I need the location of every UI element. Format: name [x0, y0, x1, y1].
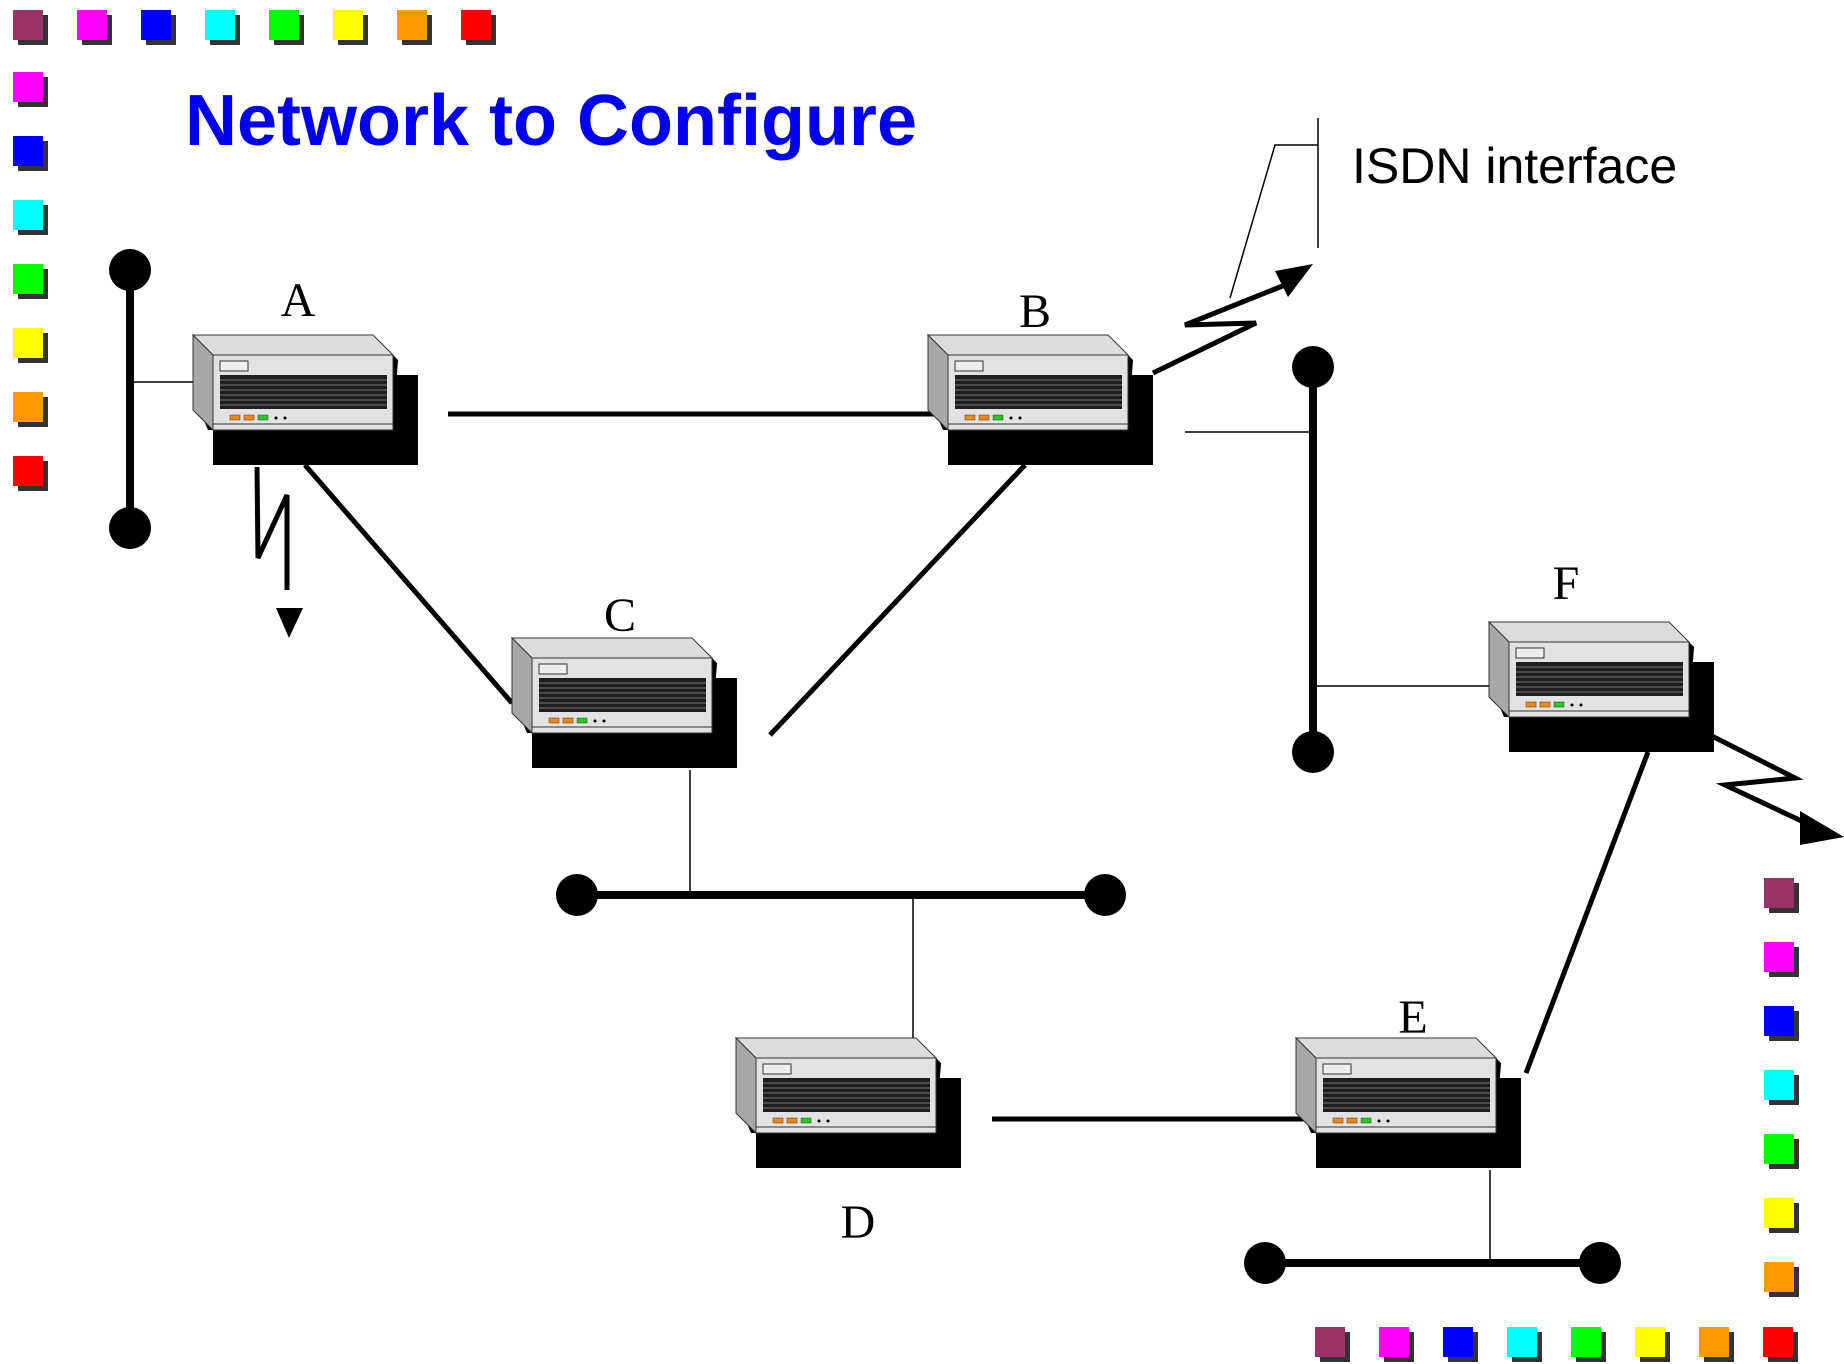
decor-square — [13, 10, 48, 45]
decor-square — [1764, 1134, 1799, 1169]
lan-segment-cd — [556, 874, 1126, 916]
decorative-squares-right — [1764, 878, 1799, 1297]
decor-square — [13, 200, 48, 235]
decor-square — [1443, 1327, 1478, 1362]
decor-square — [13, 72, 48, 107]
decor-square — [77, 10, 112, 45]
decor-square — [1635, 1327, 1670, 1362]
decor-square — [141, 10, 176, 45]
decorative-squares-top — [13, 10, 496, 45]
decor-square — [205, 10, 240, 45]
decor-square — [1699, 1327, 1734, 1362]
decor-square — [461, 10, 496, 45]
router-c[interactable] — [511, 637, 738, 769]
router-label-c: C — [604, 589, 636, 642]
router-label-a: A — [281, 274, 316, 327]
isdn-link-a — [254, 466, 303, 638]
isdn-link-f — [1698, 727, 1844, 845]
decor-square — [269, 10, 304, 45]
decor-square — [13, 328, 48, 363]
decor-square — [333, 10, 368, 45]
decor-square — [1571, 1327, 1606, 1362]
decor-square — [1764, 1262, 1799, 1297]
router-label-d: D — [841, 1196, 876, 1249]
router-label-e: E — [1398, 991, 1427, 1044]
lan-segment-e — [1244, 1242, 1621, 1284]
isdn-link-b — [1151, 264, 1313, 376]
isdn-callout: ISDN interface — [1229, 118, 1677, 299]
decor-square — [1764, 1070, 1799, 1105]
link-a-c — [303, 463, 514, 705]
lan-segment-bf — [1292, 346, 1334, 773]
router-f[interactable] — [1488, 621, 1715, 753]
router-a[interactable] — [192, 334, 419, 466]
decor-square — [13, 456, 48, 491]
decor-square — [1764, 942, 1799, 977]
decor-square — [1315, 1327, 1350, 1362]
decor-square — [13, 136, 48, 171]
decor-square — [13, 392, 48, 427]
router-label-f: F — [1553, 557, 1580, 610]
link-b-c — [768, 463, 1027, 737]
decorative-squares-left — [13, 72, 48, 491]
router-e[interactable] — [1295, 1037, 1522, 1169]
link-e-f — [1523, 751, 1651, 1074]
router-label-b: B — [1019, 285, 1051, 338]
router-b[interactable] — [927, 334, 1154, 466]
decor-square — [1764, 1006, 1799, 1041]
isdn-interface-label: ISDN interface — [1352, 138, 1677, 194]
decor-square — [1507, 1327, 1542, 1362]
decor-square — [13, 264, 48, 299]
router-d[interactable] — [735, 1037, 962, 1169]
decor-square — [1764, 1198, 1799, 1233]
lan-segment-a — [109, 249, 151, 549]
decor-square — [397, 10, 432, 45]
decor-square — [1763, 1327, 1798, 1362]
decor-square — [1379, 1327, 1414, 1362]
decorative-squares-bottom — [1315, 1327, 1798, 1362]
slide-title: Network to Configure — [185, 81, 917, 161]
decor-square — [1764, 878, 1799, 913]
